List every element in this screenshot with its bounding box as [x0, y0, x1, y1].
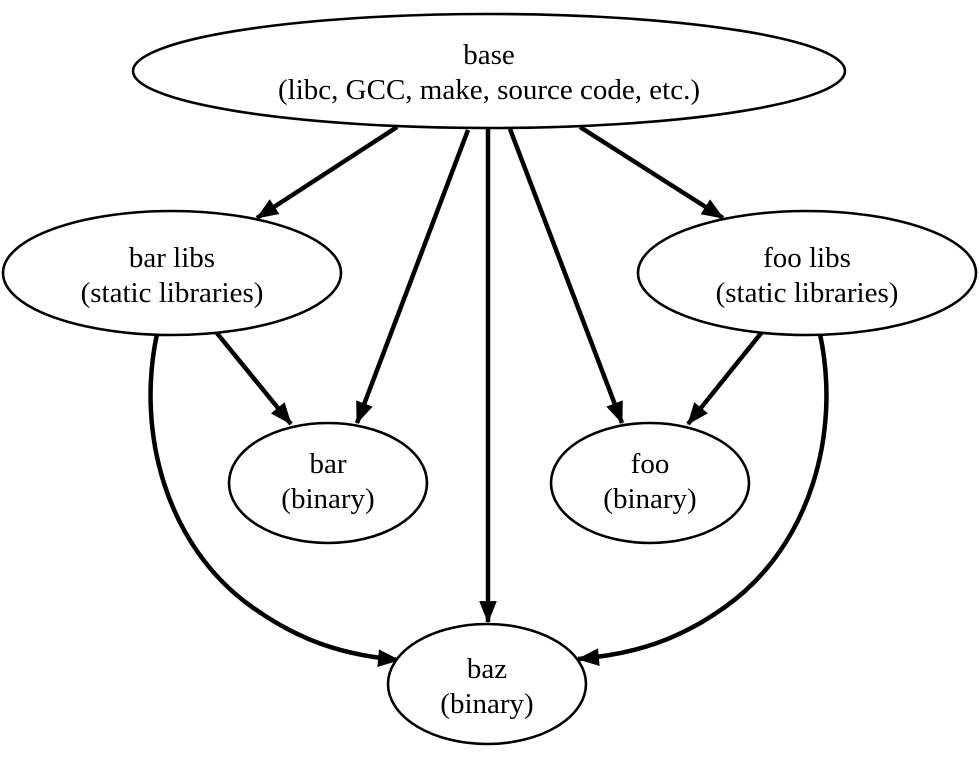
- edge-bar-libs-to-bar: [214, 330, 293, 426]
- node-baz-label-line2: (binary): [440, 688, 533, 720]
- node-bar-libs-ellipse: [1, 209, 343, 337]
- node-base: base (libc, GCC, make, source code, etc.…: [131, 12, 847, 130]
- node-base-label-line1: base: [463, 39, 515, 71]
- edge-foo-libs-to-baz: [576, 333, 829, 666]
- edge-base-to-bar: [354, 129, 471, 425]
- node-base-ellipse: [131, 12, 847, 130]
- node-bar-libs-label-line1: bar libs: [129, 242, 215, 274]
- edge-base-to-foo: [507, 128, 625, 425]
- node-base-label-line2: (libc, GCC, make, source code, etc.): [278, 74, 700, 106]
- node-bar: bar (binary): [227, 421, 429, 545]
- node-bar-libs: bar libs (static libraries): [1, 209, 343, 337]
- node-foo-ellipse: [549, 421, 751, 545]
- edge-base-to-foo-libs: [578, 125, 725, 220]
- node-bar-label-line1: bar: [309, 448, 346, 480]
- node-foo-libs-label-line1: foo libs: [763, 242, 851, 274]
- node-baz: baz (binary): [386, 622, 588, 746]
- edge-base-to-bar-libs: [255, 125, 399, 220]
- node-foo-libs: foo libs (static libraries): [636, 209, 978, 337]
- nodes-layer: base (libc, GCC, make, source code, etc.…: [1, 12, 978, 746]
- edge-foo-libs-to-foo: [686, 330, 764, 426]
- edge-bar-libs-to-baz: [148, 333, 401, 667]
- node-foo-libs-ellipse: [636, 209, 978, 337]
- node-foo: foo (binary): [549, 421, 751, 545]
- node-bar-libs-label-line2: (static libraries): [81, 277, 264, 309]
- node-baz-label-line1: baz: [467, 653, 507, 685]
- node-bar-ellipse: [227, 421, 429, 545]
- node-bar-label-line2: (binary): [281, 483, 374, 515]
- node-foo-label-line1: foo: [631, 448, 670, 480]
- node-baz-ellipse: [386, 622, 588, 746]
- node-foo-libs-label-line2: (static libraries): [716, 277, 899, 309]
- node-foo-label-line2: (binary): [603, 483, 696, 515]
- edges-layer: [148, 125, 829, 667]
